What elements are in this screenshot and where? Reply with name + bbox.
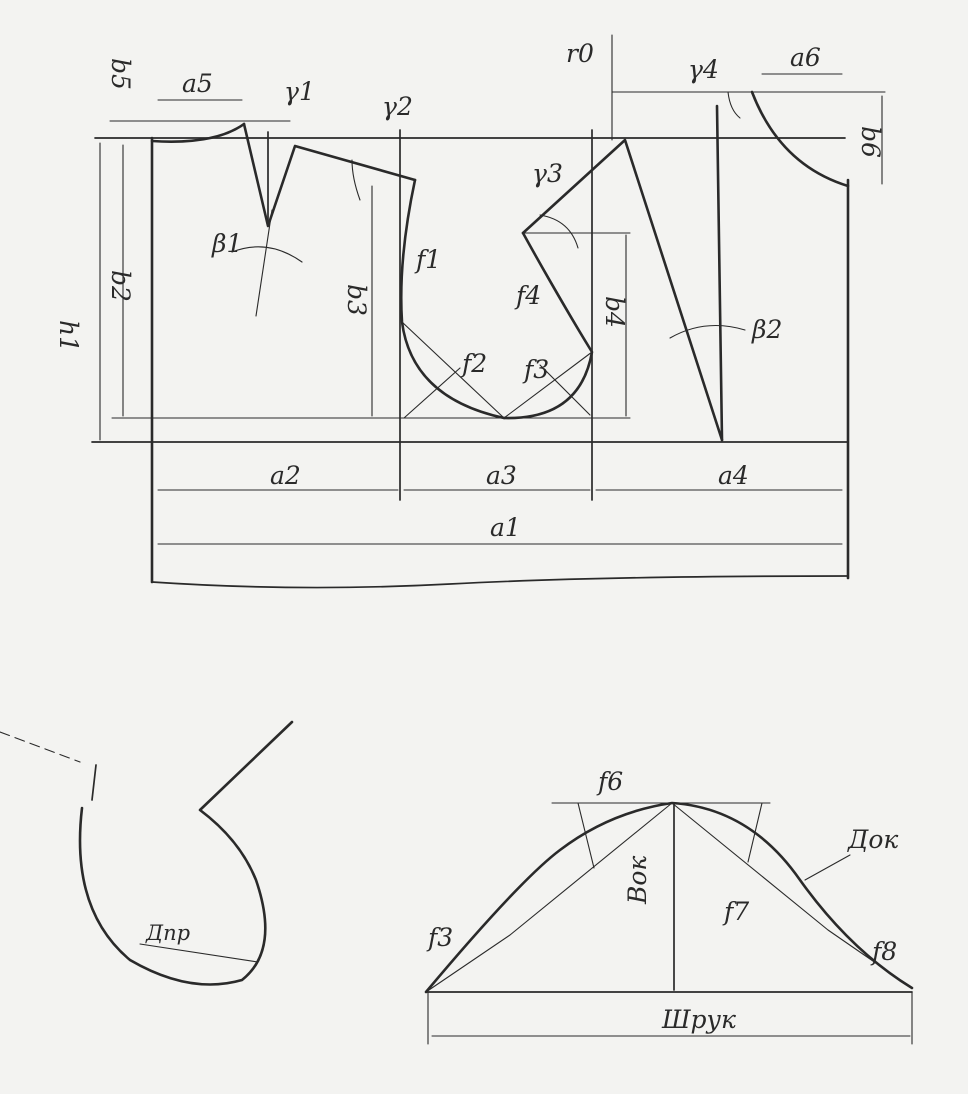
armhole-notch-line xyxy=(91,764,97,801)
b6-label: b6 xyxy=(856,126,885,158)
a6-label: a6 xyxy=(790,43,821,72)
front-shoulder-chord xyxy=(522,232,593,353)
front-bisector xyxy=(539,364,591,416)
h1-label: h1 xyxy=(54,320,83,352)
gamma3-label: γ3 xyxy=(532,159,563,188)
dpr-leader-line xyxy=(139,943,259,963)
dpr-label: Дпр xyxy=(145,921,190,945)
f3-label: f3 xyxy=(522,355,549,384)
f6-label: f6 xyxy=(596,767,623,796)
back-armhole-chord xyxy=(401,321,505,419)
front-neck-curve xyxy=(750,90,850,188)
f4-label: f4 xyxy=(514,281,541,310)
bodice-draft: a2 a3 a4 a1 a5 a6 γ1 γ2 γ3 γ4 r0 β1 β2 f… xyxy=(54,34,886,589)
gamma3-arc xyxy=(539,214,579,249)
beta2-label: β2 xyxy=(751,315,782,344)
shruk-label: Шрук xyxy=(661,1005,736,1034)
f7-label: f7 xyxy=(722,897,749,926)
right-cap-chord xyxy=(671,802,913,989)
armhole-curve xyxy=(78,720,294,986)
dok-leader-line xyxy=(804,854,851,881)
front-dart-line xyxy=(715,104,724,442)
gamma2-arc xyxy=(351,159,361,201)
r0-label: r0 xyxy=(566,39,594,68)
f6-offset xyxy=(577,802,595,869)
f8-label: f8 xyxy=(870,937,897,966)
gamma1-label: γ1 xyxy=(284,77,315,106)
a3-label: a3 xyxy=(486,461,517,490)
f2-label: f2 xyxy=(460,349,487,378)
armhole-detail: Дпр xyxy=(0,720,294,986)
f3-sleeve-label: f3 xyxy=(426,923,453,952)
gamma2-label: γ2 xyxy=(382,92,413,121)
beta2-arc xyxy=(669,325,746,339)
beta1-label: β1 xyxy=(211,229,242,258)
b4-label: b4 xyxy=(600,296,629,328)
back-bisector xyxy=(403,367,461,419)
vok-label: Вок xyxy=(623,856,652,905)
armhole-dashed-guide xyxy=(0,731,81,763)
b5-label: b5 xyxy=(106,58,135,90)
back-neck-curve xyxy=(150,122,246,143)
front-shoulder-dart xyxy=(521,138,724,442)
beta1-arc xyxy=(231,246,303,263)
back-shoulder-line xyxy=(242,122,417,228)
a1-label: a1 xyxy=(490,513,521,542)
sleeve-cap-draft: f6 f7 f8 f3 Док Вок Шрук xyxy=(424,767,914,1045)
a4-label: a4 xyxy=(718,461,749,490)
f7-offset xyxy=(747,802,763,863)
left-cap-chord xyxy=(425,802,673,993)
b3-label: b3 xyxy=(342,284,371,316)
gamma4-label: γ4 xyxy=(688,55,719,84)
b2-label: b2 xyxy=(106,270,135,302)
front-armhole-chord xyxy=(503,351,593,419)
a2-label: a2 xyxy=(270,461,301,490)
dart-extension-line xyxy=(255,209,273,317)
dok-label: Док xyxy=(847,825,898,854)
bottom-edge-line xyxy=(151,575,849,589)
a5-label: a5 xyxy=(182,69,213,98)
f1-label: f1 xyxy=(414,245,441,274)
gamma4-arc xyxy=(727,91,741,119)
